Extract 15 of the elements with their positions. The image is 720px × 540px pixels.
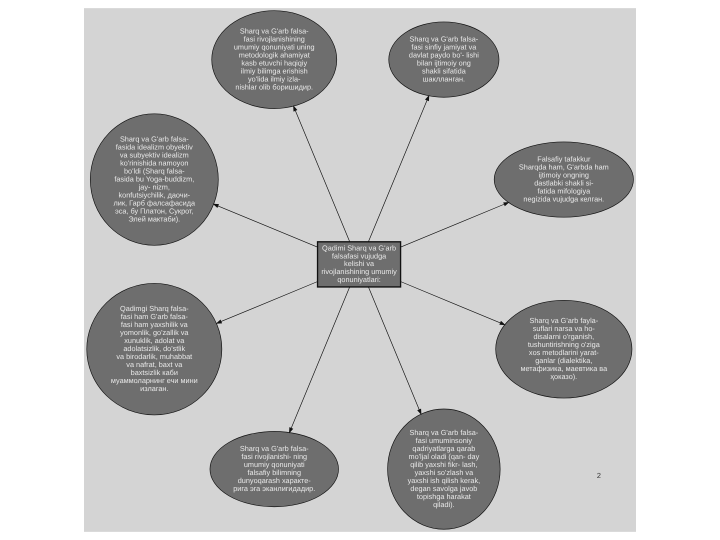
node-ellipse: Sharq va G'arb falsa- fasi rivojlanishi- ning umumiy qonuniyati falsafiy bilimning dunyoqarash характе- рига эга эканлигидадир. [210, 431, 339, 508]
node-ellipse: Falsafiy tafakkur Sharqda ham, G'arbda ham ijtimoiy ongning dastlabki shakli si- fatida mifologiya negizida vujudga келган. [494, 142, 634, 218]
arrow [289, 286, 350, 434]
arrow [368, 94, 430, 242]
node-ellipse: Sharq va G'arb falsa- fasi sinfiy jamiyat va davlat paydo bo'- lishi bilan ijtimoiy ong shakli sifatida шаклланган. [388, 22, 500, 98]
arrow [212, 204, 318, 248]
arrow [400, 202, 510, 248]
arrow [293, 105, 350, 242]
arrow [368, 286, 422, 415]
label: 2 [596, 471, 601, 480]
node-ellipse: Sharq va G'arb fayla- suflari narsa va ho- disalarni o'rganish, tushuntirishning o'ziga xos metodlarini yarat- ganlar (dialektika, метафизика, маевтика ва ҳоказо). [495, 300, 632, 398]
node-box: Qadimi Sharq va G'arb falsafasi vujudga kelishi va rivojlanishining umumiy qonuniyatlari: [316, 241, 402, 288]
node-ellipse: Sharq va G'arb falsa- fasi rivojlanishining umumiy qonuniyati uning metodologik ahamiyat kasb etuvchi haqiqiy ilmiy bilimga erishish yo'lida ilmiy izla- nishlar olib боришидир. [211, 10, 338, 109]
arrow [216, 281, 318, 324]
arrow [400, 281, 506, 326]
